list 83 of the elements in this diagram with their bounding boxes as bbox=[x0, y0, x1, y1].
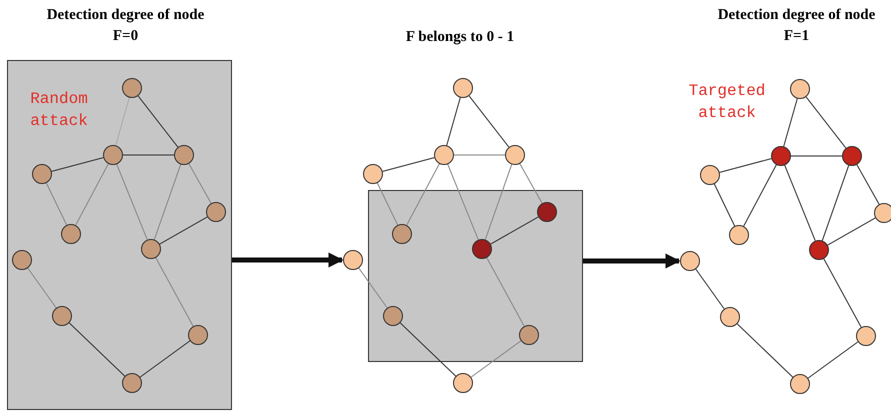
network-link bbox=[46, 182, 68, 226]
network-link bbox=[822, 164, 850, 242]
network-link bbox=[382, 157, 435, 172]
network-link bbox=[695, 268, 725, 310]
network-node bbox=[680, 251, 700, 271]
network-node bbox=[206, 202, 226, 222]
network-node bbox=[720, 307, 740, 327]
network-node bbox=[61, 224, 81, 244]
transition-arrow bbox=[583, 254, 680, 268]
network-link bbox=[808, 341, 858, 379]
network-node bbox=[392, 224, 412, 244]
network-link bbox=[490, 216, 539, 245]
network-link bbox=[454, 154, 506, 156]
network-link bbox=[159, 216, 208, 245]
network-link bbox=[823, 258, 862, 328]
network-link bbox=[115, 97, 130, 146]
panel-title: F belongs to 0 - 1 bbox=[404, 28, 516, 47]
network-link bbox=[27, 268, 57, 308]
network-link bbox=[358, 268, 388, 308]
network-node bbox=[537, 202, 557, 222]
network-node bbox=[729, 225, 749, 245]
network-node bbox=[856, 326, 876, 346]
network-node bbox=[174, 145, 194, 165]
network-link bbox=[736, 323, 794, 378]
network-link bbox=[406, 163, 440, 226]
network-link bbox=[75, 163, 109, 226]
network-link bbox=[447, 164, 479, 240]
attack-label: Targeted attack bbox=[688, 81, 766, 124]
network-link bbox=[743, 164, 777, 227]
network-node bbox=[122, 373, 142, 393]
network-link bbox=[827, 217, 876, 246]
network-node bbox=[790, 374, 810, 394]
network-node bbox=[363, 164, 383, 184]
network-link bbox=[784, 164, 816, 242]
network-link bbox=[806, 96, 846, 149]
network-link bbox=[400, 322, 456, 377]
network-node bbox=[52, 306, 72, 326]
network-node bbox=[874, 203, 891, 223]
panel-title: Detection degree of node F=1 bbox=[716, 6, 876, 46]
network-link bbox=[719, 158, 772, 173]
network-node bbox=[122, 78, 142, 98]
network-link bbox=[140, 340, 190, 378]
network-link bbox=[51, 157, 104, 172]
shaded-region bbox=[7, 60, 232, 410]
network-link bbox=[486, 257, 525, 327]
network-node bbox=[434, 145, 454, 165]
network-link bbox=[519, 163, 543, 204]
network-node bbox=[141, 239, 161, 259]
network-node bbox=[519, 325, 539, 345]
panel-title: Detection degree of node F=0 bbox=[46, 6, 206, 46]
network-link bbox=[468, 95, 510, 148]
network-node bbox=[188, 325, 208, 345]
network-node bbox=[383, 306, 403, 326]
network-link bbox=[138, 95, 178, 148]
network-node bbox=[453, 373, 473, 393]
network-node bbox=[32, 164, 52, 184]
network-node bbox=[453, 78, 473, 98]
network-link bbox=[154, 164, 182, 240]
network-link bbox=[714, 184, 736, 226]
network-node bbox=[700, 165, 720, 185]
attack-label: Random attack bbox=[29, 89, 89, 132]
network-node bbox=[103, 145, 123, 165]
network-link bbox=[446, 97, 461, 146]
network-node bbox=[472, 239, 492, 259]
network-link bbox=[856, 164, 880, 205]
network-node bbox=[809, 240, 829, 260]
network-link bbox=[188, 163, 212, 204]
network-node bbox=[790, 79, 810, 99]
network-node bbox=[842, 146, 862, 166]
network-node bbox=[343, 250, 363, 270]
network-link bbox=[116, 164, 148, 240]
network-link bbox=[376, 182, 398, 226]
network-link bbox=[470, 340, 522, 378]
network-node bbox=[505, 145, 525, 165]
network-link bbox=[783, 98, 798, 147]
transition-arrow bbox=[232, 252, 344, 268]
network-node bbox=[771, 146, 791, 166]
network-link bbox=[122, 154, 174, 156]
network-link bbox=[68, 322, 126, 377]
network-node bbox=[12, 250, 32, 270]
network-link bbox=[155, 257, 194, 327]
shaded-region bbox=[368, 190, 583, 362]
network-link bbox=[484, 164, 512, 240]
